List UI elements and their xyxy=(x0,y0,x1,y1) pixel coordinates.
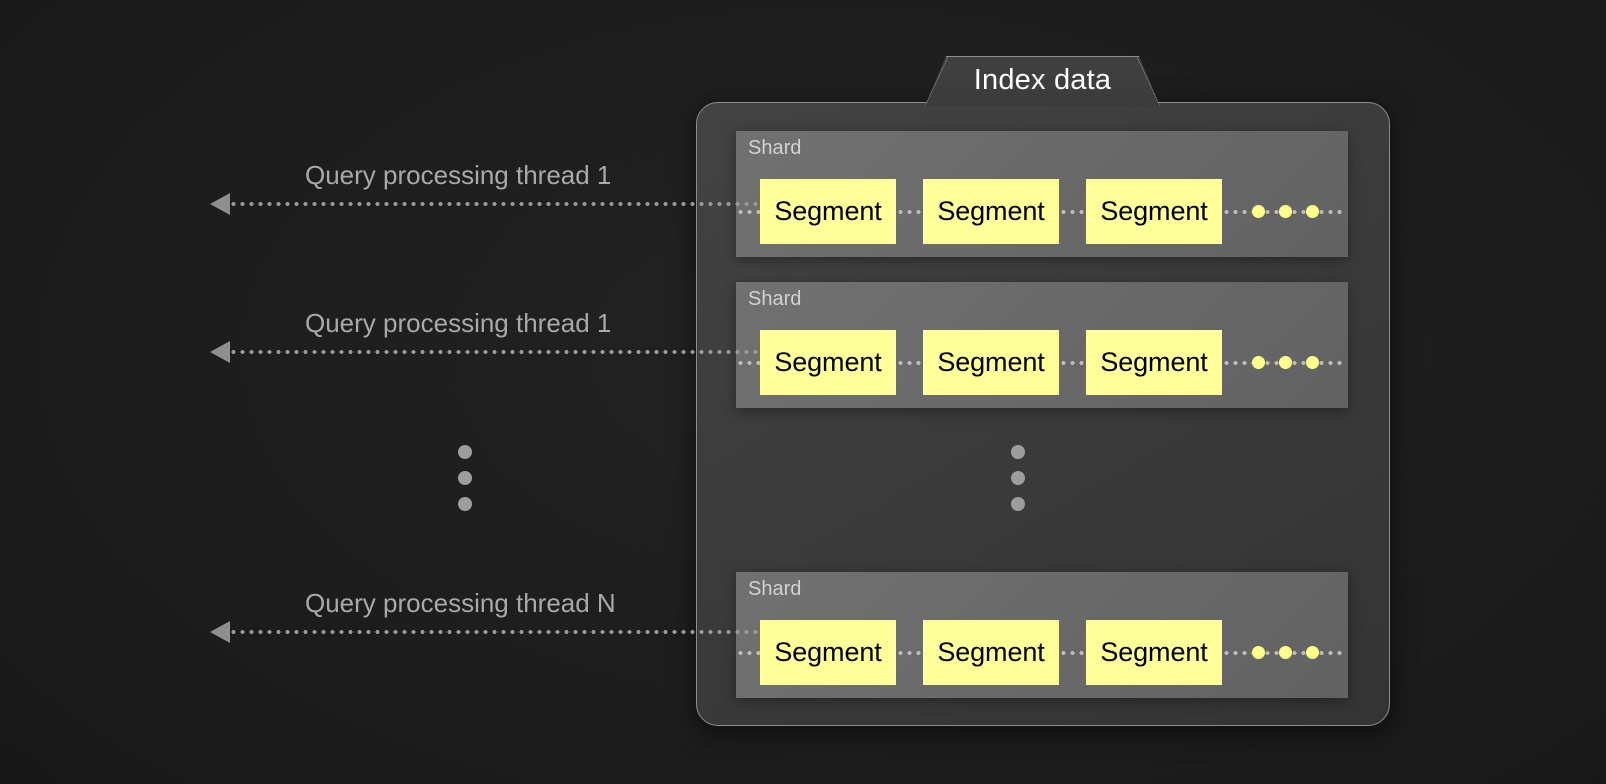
shard-connector-line xyxy=(1222,361,1256,365)
ellipsis-dot xyxy=(458,445,472,459)
shard-label: Shard xyxy=(748,578,802,600)
shard-row: Shard Segment Segment Segment xyxy=(736,131,1348,257)
yellow-dot xyxy=(1252,205,1265,218)
thread-dotted-line xyxy=(229,350,761,354)
shard-row: Shard Segment Segment Segment xyxy=(736,572,1348,698)
segment-box[interactable]: Segment xyxy=(923,330,1059,395)
shard-connector-line xyxy=(896,361,924,365)
shard-connector-line xyxy=(1263,651,1291,655)
yellow-dot xyxy=(1279,205,1292,218)
yellow-dot xyxy=(1252,646,1265,659)
shard-label: Shard xyxy=(748,288,802,310)
shard-connector-line xyxy=(1059,210,1087,214)
yellow-dot xyxy=(1279,356,1292,369)
segment-box[interactable]: Segment xyxy=(760,330,896,395)
ellipsis-dot xyxy=(1011,471,1025,485)
segment-box[interactable]: Segment xyxy=(760,620,896,685)
segment-box[interactable]: Segment xyxy=(760,179,896,244)
query-thread-label: Query processing thread 1 xyxy=(305,160,612,190)
shard-connector-line xyxy=(896,651,924,655)
shard-connector-line xyxy=(1317,651,1343,655)
shard-connector-line xyxy=(1222,651,1256,655)
shard-connector-line xyxy=(736,651,762,655)
more-segments-ellipsis-icon xyxy=(1252,356,1332,370)
shard-connector-line xyxy=(1290,210,1318,214)
query-thread-label: Query processing thread N xyxy=(305,588,616,618)
yellow-dot xyxy=(1252,356,1265,369)
segment-box[interactable]: Segment xyxy=(923,620,1059,685)
yellow-dot xyxy=(1306,205,1319,218)
shard-connector-line xyxy=(1263,361,1291,365)
thread-dotted-line xyxy=(229,630,761,634)
shard-connector-line xyxy=(1263,210,1291,214)
shard-connector-line xyxy=(736,361,762,365)
shard-connector-line xyxy=(896,210,924,214)
arrow-left-icon xyxy=(210,193,230,215)
segment-box[interactable]: Segment xyxy=(1086,620,1222,685)
shard-connector-line xyxy=(736,210,762,214)
segment-box[interactable]: Segment xyxy=(923,179,1059,244)
more-segments-ellipsis-icon xyxy=(1252,646,1332,660)
ellipsis-dot xyxy=(1011,497,1025,511)
yellow-dot xyxy=(1306,646,1319,659)
more-segments-ellipsis-icon xyxy=(1252,205,1332,219)
shard-row: Shard Segment Segment Segment xyxy=(736,282,1348,408)
arrow-left-icon xyxy=(210,341,230,363)
index-data-tab: Index data xyxy=(925,56,1160,106)
thread-dotted-line xyxy=(229,202,761,206)
shard-connector-line xyxy=(1059,651,1087,655)
ellipsis-dot xyxy=(1011,445,1025,459)
segment-box[interactable]: Segment xyxy=(1086,330,1222,395)
yellow-dot xyxy=(1279,646,1292,659)
query-thread-label: Query processing thread 1 xyxy=(305,308,612,338)
segment-box[interactable]: Segment xyxy=(1086,179,1222,244)
shard-connector-line xyxy=(1317,210,1343,214)
shard-connector-line xyxy=(1290,361,1318,365)
more-threads-ellipsis-icon xyxy=(458,445,472,523)
arrow-left-icon xyxy=(210,621,230,643)
shard-connector-line xyxy=(1222,210,1256,214)
shard-connector-line xyxy=(1317,361,1343,365)
ellipsis-dot xyxy=(458,497,472,511)
yellow-dot xyxy=(1306,356,1319,369)
index-data-tab-label: Index data xyxy=(973,64,1112,96)
shard-label: Shard xyxy=(748,137,802,159)
ellipsis-dot xyxy=(458,471,472,485)
shard-connector-line xyxy=(1290,651,1318,655)
more-shards-ellipsis-icon xyxy=(1011,445,1025,523)
shard-connector-line xyxy=(1059,361,1087,365)
